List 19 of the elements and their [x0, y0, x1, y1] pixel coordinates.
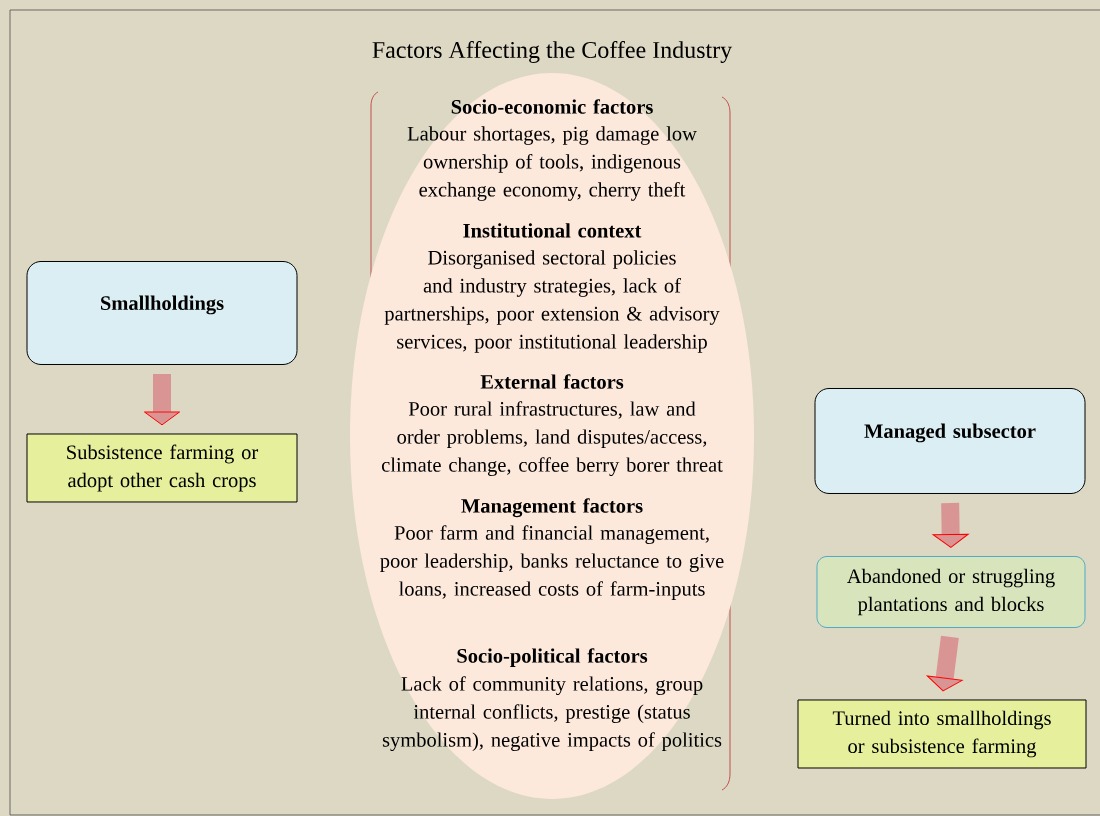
factor-heading: Socio-economic factors	[451, 99, 653, 114]
block-arrow	[143, 374, 181, 426]
factor-heading: External factors	[480, 374, 624, 389]
diagram-title: Factors Affecting the Coffee Industry	[372, 40, 733, 63]
rounded-box: Abandoned or struggling plantations and blocks	[816, 556, 1086, 628]
outcome-box: Subsistence farming or adopt other cash crops	[26, 433, 298, 503]
factor-heading: Institutional context	[463, 223, 642, 238]
factor-text: Poor farm and financial management, poor leadership, banks reluctance to give loans, increased costs of farm-inputs	[380, 525, 724, 600]
factor-text: Labour shortages, pig damage low ownership of tools, indigenous exchange economy, cherry theft	[407, 126, 697, 201]
rounded-box: Managed subsector	[814, 388, 1086, 494]
factor-text: Lack of community relations, group internal conflicts, prestige (status symbolism), negative impacts of politics	[382, 676, 722, 752]
block-arrow	[932, 502, 969, 548]
factor-text: Disorganised sectoral policies and industry strategies, lack of partnerships, poor extension & advisory services, poor institutional leadership	[384, 250, 720, 353]
block-arrow	[926, 635, 963, 692]
rounded-box: Smallholdings	[26, 261, 298, 365]
factor-heading: Socio-political factors	[457, 648, 648, 667]
outcome-box: Turned into smallholdings or subsistence farming	[797, 699, 1087, 769]
factor-text: Poor rural infrastructures, law and order problems, land disputes/access, climate change, coffee berry borer threat	[381, 401, 723, 477]
factor-heading: Management factors	[461, 498, 643, 518]
